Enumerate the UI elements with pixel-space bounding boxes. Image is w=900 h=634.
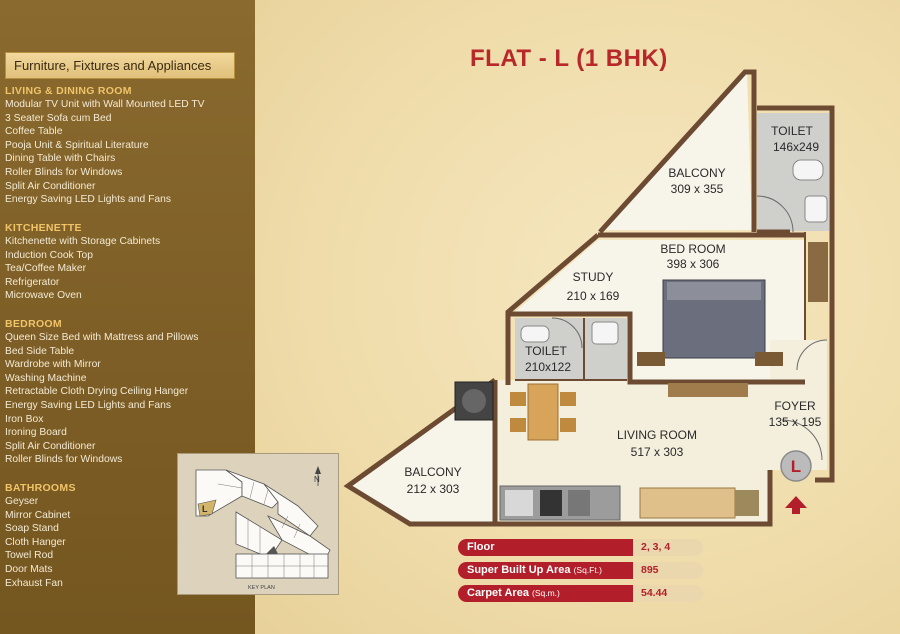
section-title: LIVING & DINING ROOM: [5, 85, 132, 97]
list-item: 3 Seater Sofa cum Bed: [5, 112, 112, 124]
list-item: Soap Stand: [5, 523, 59, 535]
list-item: Exhaust Fan: [5, 577, 63, 589]
basin-icon: [804, 195, 828, 223]
list-item: Wardrobe with Mirror: [5, 359, 101, 371]
list-item: Roller Blinds for Windows: [5, 166, 123, 178]
list-item: Towel Rod: [5, 550, 54, 562]
list-item: Ironing Board: [5, 427, 67, 439]
entry-marker: L: [780, 450, 812, 514]
info-value: 2, 3, 4: [633, 539, 703, 556]
list-item: Tea/Coffee Maker: [5, 263, 87, 275]
entry-arrow-icon: [785, 496, 807, 514]
room-name: FOYER: [774, 399, 816, 413]
room-name: BALCONY: [404, 465, 461, 479]
info-label: Floor: [458, 539, 633, 556]
list-item: Retractable Cloth Drying Ceiling Hanger: [5, 386, 189, 398]
room-dims: 398 x 306: [667, 257, 720, 271]
room-dims: 146x249: [773, 140, 819, 154]
info-label: Carpet Area (Sq.m.): [458, 585, 633, 602]
section-living-dining: LIVING & DINING ROOM Modular TV Unit wit…: [5, 85, 245, 207]
room-labels: BALCONY 309 x 355 TOILET 146x249 BED ROO…: [404, 124, 821, 496]
info-value: 895: [633, 562, 703, 579]
list-item: Pooja Unit & Spiritual Literature: [5, 139, 149, 151]
door-swings: [551, 195, 828, 461]
furniture: [454, 159, 828, 521]
toilet-icon: [520, 325, 550, 343]
list-item: Washing Machine: [5, 372, 87, 384]
key-plan-marker: L: [202, 504, 208, 514]
sofa-icon: [639, 487, 736, 519]
list-item: Induction Cook Top: [5, 249, 93, 261]
inner-walls: [515, 232, 806, 381]
sidebar-header: Furniture, Fixtures and Appliances: [5, 52, 235, 79]
basin-icon: [591, 321, 619, 345]
entry-letter: L: [791, 457, 801, 476]
section-bathrooms: BATHROOMS Geyser Mirror Cabinet Soap Sta…: [5, 482, 245, 590]
list-item: Modular TV Unit with Wall Mounted LED TV: [5, 99, 205, 110]
key-plan-north: N: [314, 475, 320, 484]
list-item: Door Mats: [5, 563, 53, 575]
section-kitchenette: KITCHENETTE Kitchenette with Storage Cab…: [5, 222, 245, 303]
room-name: STUDY: [573, 270, 614, 284]
wardrobe-icon: [668, 383, 748, 397]
room-dims: 212 x 303: [407, 482, 460, 496]
section-bedroom: BEDROOM Queen Size Bed with Mattress and…: [5, 318, 245, 467]
info-value: 54.44: [633, 585, 703, 602]
room-dims: 135 x 195: [769, 415, 822, 429]
list-item: Geyser: [5, 496, 39, 507]
key-plan-caption: KEY PLAN: [248, 585, 275, 591]
sidebar: Furniture, Fixtures and Appliances LIVIN…: [0, 0, 255, 634]
dining-table-icon: [527, 383, 559, 441]
list-item: Mirror Cabinet: [5, 509, 71, 521]
list-item: Bed Side Table: [5, 345, 75, 357]
list-item: Cloth Hanger: [5, 536, 66, 548]
room-dims: 517 x 303: [631, 445, 684, 459]
info-label: Super Built Up Area (Sq.Ft.): [458, 562, 633, 579]
room-name: TOILET: [525, 344, 567, 358]
tv-unit-icon: [808, 242, 828, 302]
list-item: Energy Saving LED Lights and Fans: [5, 194, 171, 206]
key-plan: L N KEY PLAN: [177, 453, 339, 595]
list-item: Split Air Conditioner: [5, 180, 96, 192]
page-title: FLAT - L (1 BHK): [470, 45, 668, 72]
list-item: Energy Saving LED Lights and Fans: [5, 399, 171, 411]
walls: [343, 69, 835, 527]
list-item: Iron Box: [5, 413, 44, 425]
list-item: Queen Size Bed with Mattress and Pillows: [5, 332, 199, 343]
section-title: BEDROOM: [5, 318, 62, 330]
key-plan-drawing: L N KEY PLAN: [195, 466, 331, 591]
room-dims: 210x122: [525, 360, 571, 374]
room-dims: 309 x 355: [671, 182, 724, 196]
room-dims: 210 x 169: [567, 289, 620, 303]
list-item: Refrigerator: [5, 276, 60, 288]
toilet-icon: [792, 159, 824, 181]
list-item: Roller Blinds for Windows: [5, 454, 123, 466]
section-title: BATHROOMS: [5, 482, 76, 494]
list-item: Dining Table with Chairs: [5, 153, 116, 165]
side-table-icon: [735, 490, 759, 516]
list-item: Split Air Conditioner: [5, 440, 96, 452]
room-name: TOILET: [771, 124, 813, 138]
list-item: Microwave Oven: [5, 290, 82, 302]
room-name: BALCONY: [668, 166, 725, 180]
room-name: BED ROOM: [660, 242, 725, 256]
room-name: LIVING ROOM: [617, 428, 697, 442]
list-item: Coffee Table: [5, 126, 63, 138]
section-title: KITCHENETTE: [5, 222, 82, 234]
list-item: Kitchenette with Storage Cabinets: [5, 236, 161, 247]
